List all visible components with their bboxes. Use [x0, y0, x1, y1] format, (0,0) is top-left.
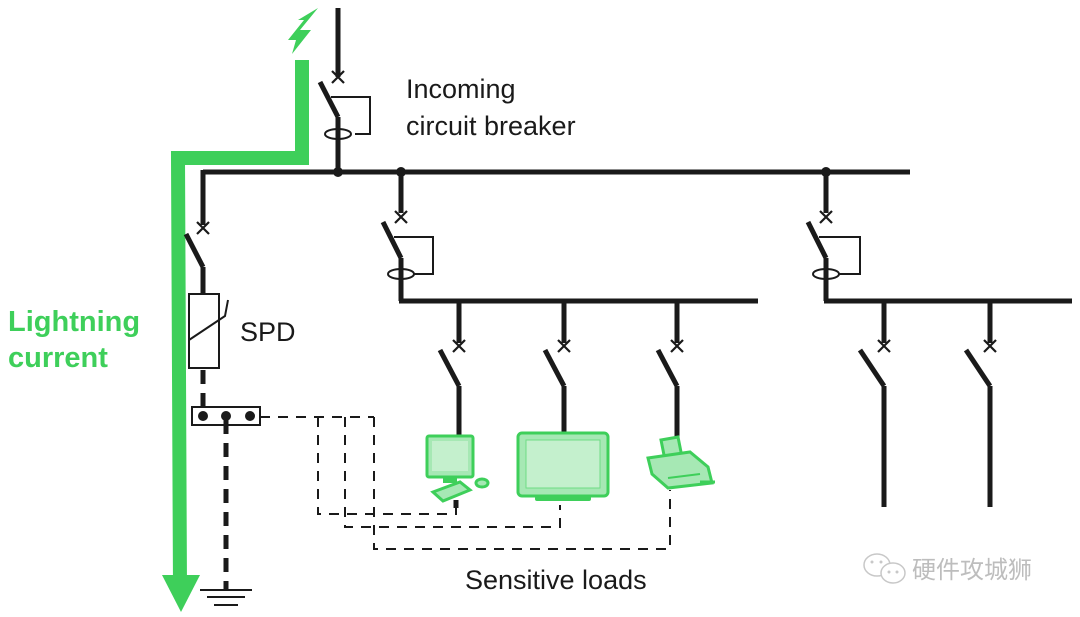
distribution-board-2: [805, 172, 1072, 507]
lightning-current-path: [162, 8, 318, 612]
desktop-computer-icon[interactable]: [425, 434, 490, 508]
lightning-current-label-line1: Lightning: [8, 306, 140, 338]
printer-icon[interactable]: [646, 435, 715, 490]
spd-label: SPD: [240, 317, 296, 347]
lightning-current-label-line2: current: [8, 342, 108, 374]
spd-branch: [183, 170, 261, 606]
breaker-x-mark: [394, 210, 408, 224]
feeder-5[interactable]: [963, 301, 997, 507]
breaker-x-mark: [331, 70, 345, 84]
lightning-path-line: [170, 60, 309, 591]
monitor-icon[interactable]: [516, 431, 610, 501]
spd-breaker-x-mark: [196, 221, 210, 235]
breaker-contact: [317, 80, 341, 119]
incoming-circuit-breaker[interactable]: [317, 8, 371, 172]
incoming-breaker-label-line1: Incoming: [406, 74, 516, 104]
ground-icon: [200, 589, 252, 606]
incoming-breaker-label-line2: circuit breaker: [406, 111, 576, 141]
equipotential-bonding: [260, 416, 671, 550]
breaker-x-mark: [819, 210, 833, 224]
current-sensor: [324, 128, 352, 140]
distribution-board-1: [380, 172, 758, 440]
watermark-text: 硬件攻城狮: [912, 556, 1032, 584]
feeder-2[interactable]: [542, 301, 571, 433]
spd-varistor-symbol: [188, 299, 229, 341]
trip-coil: [331, 96, 371, 135]
watermark: 硬件攻城狮: [863, 553, 1032, 584]
spd-breaker-contact: [183, 232, 206, 269]
sensitive-loads-label: Sensitive loads: [465, 565, 647, 595]
wechat-icon: [863, 553, 906, 584]
lightning-arrowhead-icon: [162, 575, 200, 612]
feeder-1[interactable]: [437, 301, 466, 436]
feeder-3[interactable]: [655, 301, 684, 440]
feeder-4[interactable]: [857, 301, 891, 507]
lightning-bolt-icon: [288, 8, 318, 54]
